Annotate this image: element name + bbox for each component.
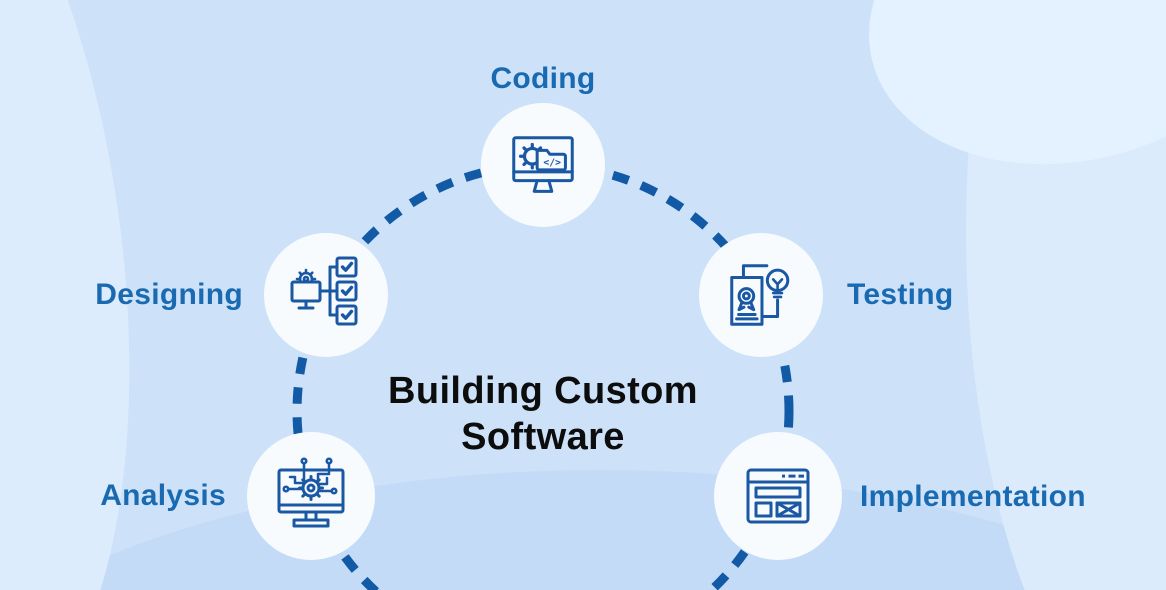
diagram-title-line2: Software [461, 416, 625, 458]
stage-label-implementation: Implementation [860, 480, 1086, 513]
stage-node-testing [699, 233, 823, 357]
stage-node-analysis [247, 432, 375, 560]
coding-monitor-code-icon: </> [504, 126, 582, 204]
stage-label-coding: Coding [490, 62, 596, 95]
diagram-title: Building Custom Software [333, 368, 753, 460]
dashed-circle-path [292, 160, 794, 590]
testing-certificate-bulb-icon [722, 256, 800, 334]
implementation-browser-icon [738, 456, 818, 536]
analysis-circuit-monitor-icon [271, 456, 351, 536]
stage-label-analysis: Analysis [100, 479, 226, 512]
designing-checklist-icon [286, 255, 366, 335]
stage-label-designing: Designing [95, 278, 243, 311]
stage-label-testing: Testing [847, 278, 954, 311]
stage-node-coding: </> [481, 103, 605, 227]
svg-text:</>: </> [543, 157, 561, 168]
stage-node-implementation [714, 432, 842, 560]
stage-node-designing [264, 233, 388, 357]
diagram-title-line1: Building Custom [388, 370, 698, 412]
